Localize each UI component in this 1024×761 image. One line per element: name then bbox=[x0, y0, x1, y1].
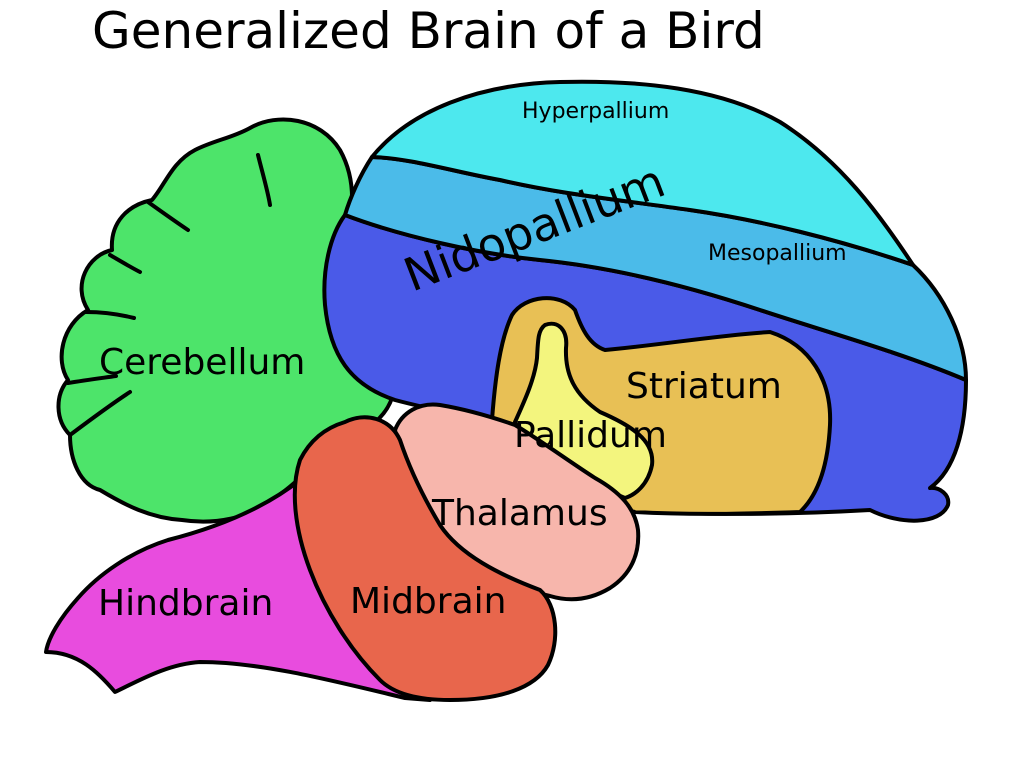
mesopallium-label: Mesopallium bbox=[708, 241, 847, 266]
cerebellum-fissure bbox=[84, 310, 136, 320]
hyperpallium-region bbox=[370, 79, 915, 267]
cerebellum-fissure bbox=[146, 200, 190, 232]
midbrain-region bbox=[292, 415, 558, 702]
midbrain-label: Midbrain bbox=[350, 581, 506, 622]
striatum-label: Striatum bbox=[626, 366, 782, 407]
hyperpallium-label: Hyperpallium bbox=[522, 99, 669, 124]
diagram-title: Generalized Brain of a Bird bbox=[92, 2, 765, 60]
pallidum-label: Pallidum bbox=[514, 415, 667, 456]
cerebellum-fissure bbox=[66, 374, 118, 385]
cerebellum-fissure bbox=[256, 153, 272, 207]
hindbrain-label: Hindbrain bbox=[98, 583, 273, 624]
thalamus-label: Thalamus bbox=[431, 493, 608, 534]
cerebellum-fissure bbox=[108, 253, 142, 274]
cerebellum-fissure bbox=[68, 390, 132, 437]
cerebellum-label: Cerebellum bbox=[99, 342, 305, 383]
